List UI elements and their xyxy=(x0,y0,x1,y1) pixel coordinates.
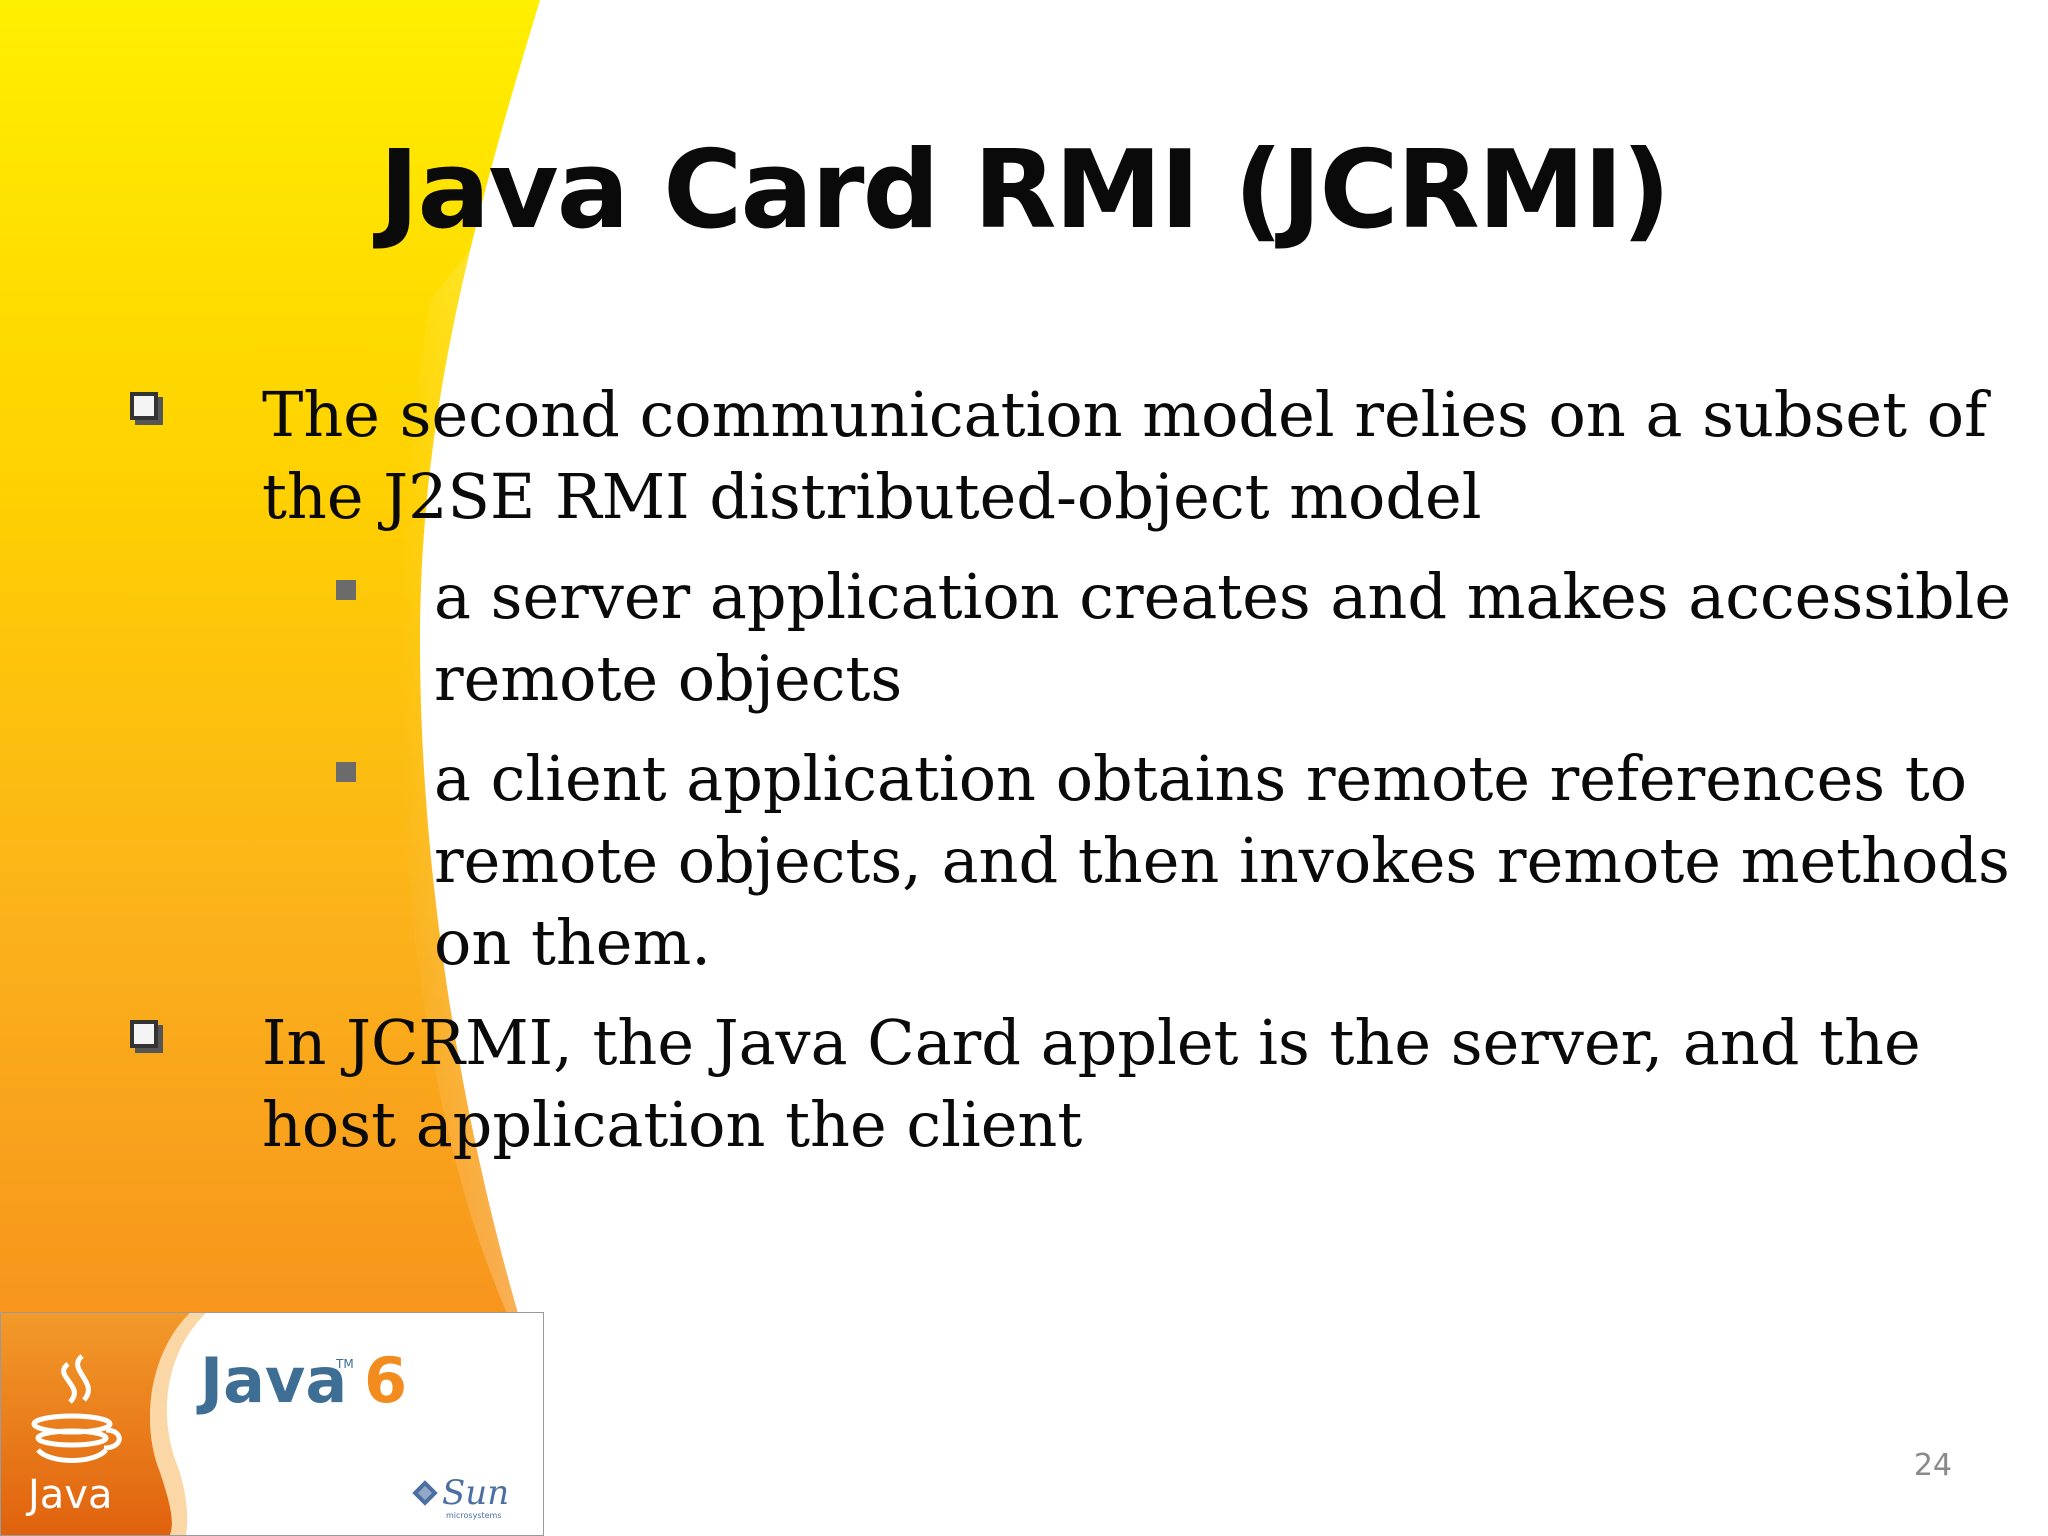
bullet-2-line-2: host application the client xyxy=(262,1088,1083,1161)
sub-bullet-1-line-1: a server application creates and makes a… xyxy=(434,560,2012,633)
java-cup-icon xyxy=(31,1354,122,1463)
sub-bullet-2-line-3: on them. xyxy=(434,906,712,979)
sub-bullet-2-line-1: a client application obtains remote refe… xyxy=(434,742,1968,815)
page-number: 24 xyxy=(1913,1448,1952,1483)
java-version: 6 xyxy=(364,1344,407,1417)
sub-bullet-2-line-2: remote objects, and then invokes remote … xyxy=(434,824,2010,897)
bullet-1-line-1: The second communication model relies on… xyxy=(262,378,1988,451)
sun-wordmark: Sun xyxy=(442,1473,509,1513)
trademark-mark: TM xyxy=(335,1357,354,1371)
bullet-2-line-1: In JCRMI, the Java Card applet is the se… xyxy=(262,1006,1921,1079)
checkbox-bullet-icon xyxy=(130,392,158,420)
java-6-logo: Java Java TM 6 Sun microsystems xyxy=(0,1312,544,1536)
java-wordmark: Java xyxy=(196,1344,347,1417)
square-bullet-icon xyxy=(336,762,356,782)
sub-bullet-1-line-2: remote objects xyxy=(434,642,903,715)
sun-subtitle: microsystems xyxy=(446,1511,502,1520)
checkbox-bullet-icon xyxy=(130,1020,158,1048)
bullet-1-line-2: the J2SE RMI distributed-object model xyxy=(262,460,1482,533)
slide-title: Java Card RMI (JCRMI) xyxy=(379,128,1671,253)
square-bullet-icon xyxy=(336,580,356,600)
java-cup-label: Java xyxy=(25,1472,113,1518)
